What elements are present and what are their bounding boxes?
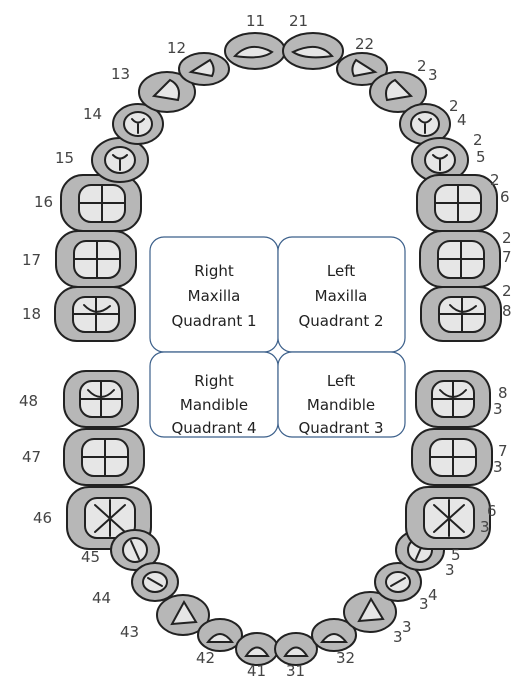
tooth-12 [178,52,230,86]
label-23a: 2 [417,57,427,75]
tooth-38 [415,370,491,428]
tooth-32 [311,618,357,652]
label-38b: 3 [493,400,503,418]
tooth-23 [369,71,427,113]
label-33b: 3 [402,618,412,636]
label-48: 48 [19,392,38,410]
q2-line3: Quadrant 2 [298,312,383,330]
q4-line1: Right [194,372,234,390]
tooth-42 [197,618,243,652]
quadrant-grid: Right Maxilla Quadrant 1 Left Maxilla Qu… [149,236,406,438]
label-35b: 3 [445,561,455,579]
label-24b: 4 [457,111,467,129]
label-24a: 2 [449,97,459,115]
label-35a: 5 [451,546,461,564]
tooth-numbers: 11 21 12 22 13 2 3 14 2 4 15 2 5 16 2 6 … [19,12,512,679]
tooth-41 [235,632,279,666]
tooth-33 [343,591,397,633]
tooth-21 [282,32,344,70]
q3-line1: Left [327,372,355,390]
label-28a: 2 [502,282,512,300]
label-21: 21 [289,12,308,30]
q4-line3: Quadrant 4 [171,419,256,437]
tooth-13 [138,71,196,113]
label-34b: 4 [428,586,438,604]
label-26a: 2 [490,171,500,189]
tooth-44 [131,562,179,602]
tooth-28 [420,286,502,342]
upper-arch [54,32,502,342]
q3-line2: Mandible [307,396,375,414]
tooth-11 [224,32,286,70]
label-26b: 6 [500,188,510,206]
label-27a: 2 [502,229,512,247]
tooth-17 [55,230,137,288]
tooth-47 [63,428,145,486]
label-32: 32 [336,649,355,667]
label-23b: 3 [428,66,438,84]
label-37b: 3 [493,458,503,476]
q1-line2: Maxilla [188,287,241,305]
tooth-25 [411,137,469,183]
label-46: 46 [33,509,52,527]
quadrant-2-box: Left Maxilla Quadrant 2 [277,236,406,353]
label-28b: 8 [502,302,512,320]
q3-line3: Quadrant 3 [298,419,383,437]
quadrant-3-box: Left Mandible Quadrant 3 [277,351,406,438]
tooth-36 [405,486,491,550]
label-12: 12 [167,39,186,57]
label-45: 45 [81,548,100,566]
label-22: 22 [355,35,374,53]
q4-line2: Mandible [180,396,248,414]
tooth-31 [274,632,318,666]
label-25b: 5 [476,148,486,166]
label-36b: 3 [480,518,490,536]
tooth-37 [411,428,493,486]
tooth-24 [399,103,451,145]
tooth-34 [374,562,422,602]
label-13: 13 [111,65,130,83]
label-34a: 3 [419,595,429,613]
tooth-22 [336,52,388,86]
tooth-15 [91,137,149,183]
tooth-48 [63,370,139,428]
tooth-43 [156,594,210,636]
tooth-16 [60,174,142,232]
label-25a: 2 [473,131,483,149]
label-38a: 8 [498,384,508,402]
label-17: 17 [22,251,41,269]
label-42: 42 [196,649,215,667]
label-18: 18 [22,305,41,323]
label-43: 43 [120,623,139,641]
q2-line1: Left [327,262,355,280]
label-16: 16 [34,193,53,211]
label-15: 15 [55,149,74,167]
label-41: 41 [247,662,266,679]
label-14: 14 [83,105,102,123]
label-27b: 7 [502,248,512,266]
label-36a: 6 [487,502,497,520]
label-11: 11 [246,12,265,30]
q2-line2: Maxilla [315,287,368,305]
lower-arch [63,370,493,666]
label-37a: 7 [498,442,508,460]
quadrant-4-box: Right Mandible Quadrant 4 [149,351,279,438]
label-44: 44 [92,589,111,607]
tooth-14 [112,103,164,145]
tooth-45 [110,529,160,571]
label-31: 31 [286,662,305,679]
tooth-26 [416,174,498,232]
tooth-27 [419,230,501,288]
label-47: 47 [22,448,41,466]
label-33a: 3 [393,628,403,646]
q1-line1: Right [194,262,234,280]
tooth-18 [54,286,136,342]
q1-line3: Quadrant 1 [171,312,256,330]
quadrant-1-box: Right Maxilla Quadrant 1 [149,236,279,353]
